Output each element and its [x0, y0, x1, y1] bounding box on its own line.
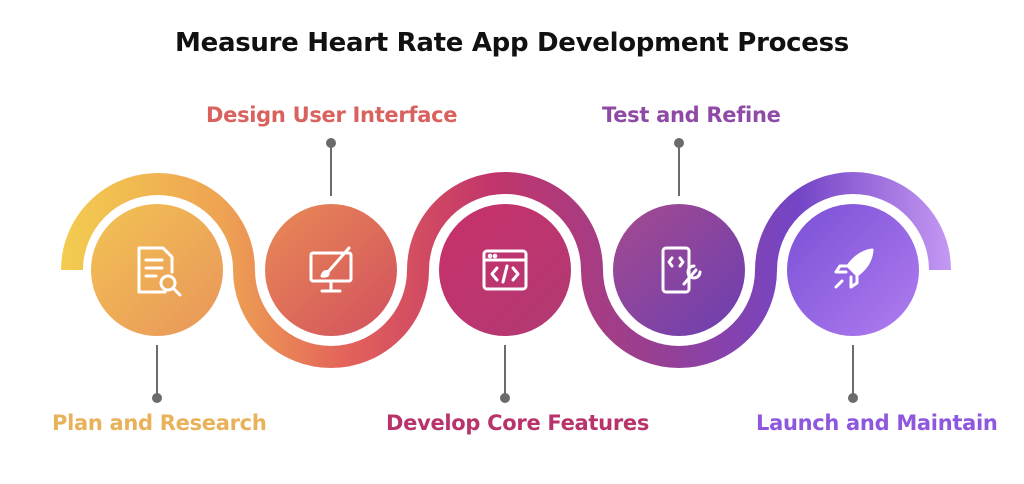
mobile-wrench-icon — [661, 246, 702, 294]
pin-step-4 — [674, 138, 684, 196]
step-circle-1 — [91, 204, 223, 336]
pin-step-3 — [500, 345, 510, 403]
label-develop-core-features: Develop Core Features — [386, 411, 650, 435]
wave-band — [61, 172, 951, 368]
label-launch-and-maintain: Launch and Maintain — [756, 411, 998, 435]
label-design-user-interface: Design User Interface — [206, 103, 458, 127]
code-window-icon — [482, 249, 528, 291]
diagram-title: Measure Heart Rate App Development Proce… — [175, 28, 849, 58]
document-search-icon — [137, 246, 182, 297]
monitor-paintbrush-icon — [309, 246, 353, 293]
pin-step-2 — [326, 138, 336, 196]
pin-step-1 — [152, 345, 162, 403]
label-plan-and-research: Plan and Research — [52, 411, 267, 435]
label-test-and-refine: Test and Refine — [602, 103, 781, 127]
rocket-icon — [834, 248, 874, 289]
step-circle-4 — [613, 204, 745, 336]
pin-step-5 — [848, 345, 858, 403]
